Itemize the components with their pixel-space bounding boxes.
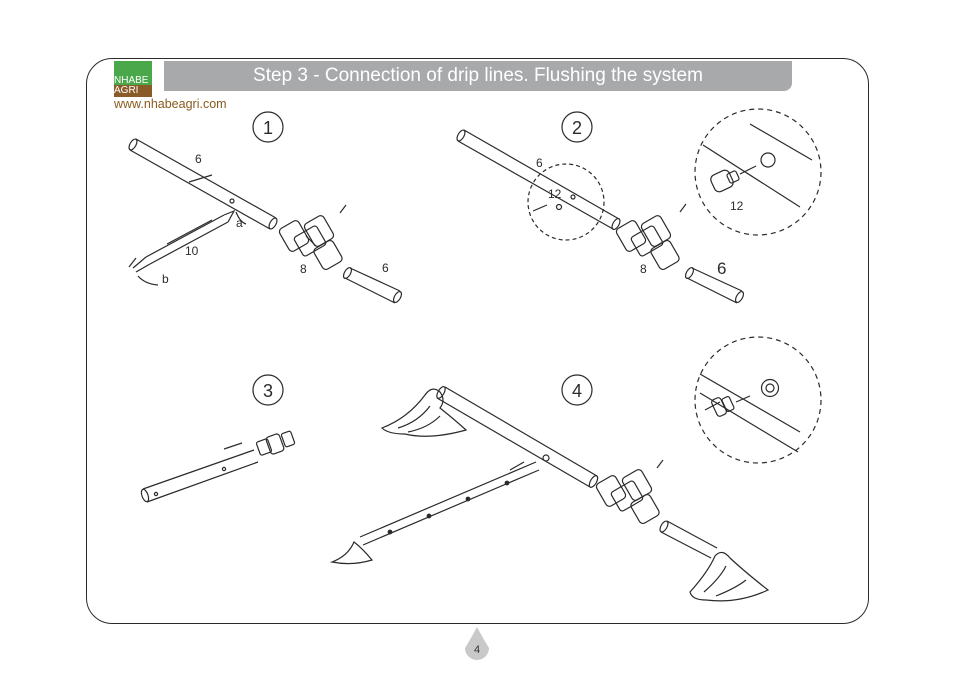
page-title: Step 3 - Connection of drip lines. Flush…: [253, 65, 703, 86]
step-4-badge: [561, 374, 593, 406]
pipe-main: [128, 138, 278, 230]
label-plug: 12: [548, 187, 562, 201]
step-1-number: 1: [263, 118, 273, 138]
label-a: a: [236, 216, 243, 230]
page-frame: [86, 58, 869, 624]
step-3-number: 3: [263, 381, 273, 401]
drip-line-pipe: [140, 442, 259, 503]
label-pipe-top: 6: [195, 152, 202, 166]
step-4-illustration: 4: [329, 336, 822, 602]
pipe-lower: [342, 266, 403, 304]
detail-circle-plug: [694, 108, 822, 236]
detail-circle-small: [527, 163, 605, 241]
pipe-main-2: [456, 129, 621, 231]
step-1-badge: [252, 111, 284, 143]
step-2-badge: [561, 111, 593, 143]
title-bar: Step 3 - Connection of drip lines. Flush…: [164, 61, 792, 91]
label-fitting-2: 8: [640, 262, 647, 276]
step-3-illustration: 3: [140, 374, 296, 503]
label-pipe-top-2: 6: [536, 156, 543, 170]
water-splash-lateral: [329, 541, 374, 565]
connector: [255, 430, 296, 456]
step-2-illustration: 2 6 12 8 6: [456, 108, 822, 304]
label-pipe-bottom-2: 6: [717, 259, 726, 278]
label-tool: 10: [185, 244, 199, 258]
pipe-main-4: [436, 386, 599, 488]
step-2-number: 2: [572, 118, 582, 138]
step-1-illustration: 1 6 8 6: [128, 111, 403, 304]
label-detail-plug: 12: [730, 199, 744, 213]
tee-fitting-4: [595, 459, 664, 525]
tee-fitting: [278, 204, 347, 271]
website-url: www.nhabeagri.com: [114, 97, 227, 111]
punch-tool: [128, 209, 247, 286]
step-4-number: 4: [572, 381, 582, 401]
water-splash-bottom: [689, 551, 770, 602]
tee-fitting-2: [615, 203, 687, 271]
water-splash-top: [380, 388, 468, 437]
page-number: 4: [473, 644, 481, 656]
pipe-lower-2: [684, 266, 745, 304]
plug-small: [555, 203, 563, 211]
pipe-lower-4: [659, 520, 718, 559]
logo-text-top: NHABE: [114, 75, 149, 86]
label-b: b: [162, 272, 169, 286]
step-3-badge: [252, 374, 284, 406]
logo-text-bottom: AGRI: [114, 85, 152, 97]
label-pipe-bottom: 6: [382, 261, 389, 275]
company-logo: NHABE AGRI: [114, 61, 152, 97]
label-fitting: 8: [300, 262, 307, 276]
drip-lateral: [359, 461, 540, 546]
detail-circle-washer: [694, 336, 822, 464]
page-number-drop: [465, 627, 489, 660]
